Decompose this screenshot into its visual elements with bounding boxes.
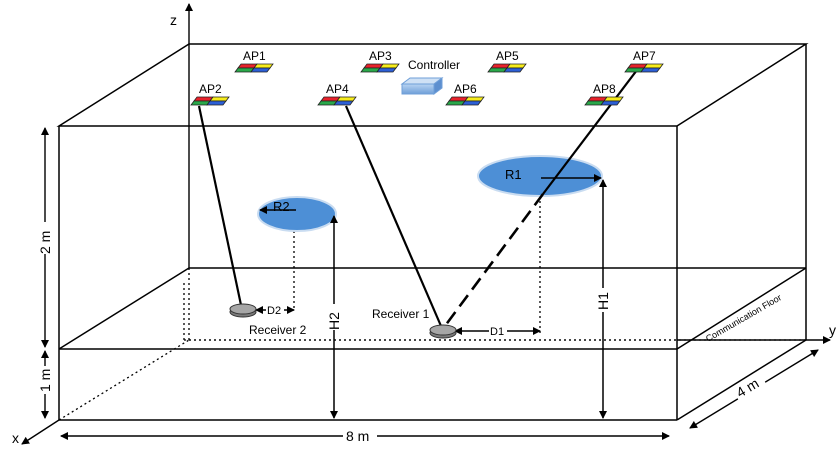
ap-1-tile: AP1 (234, 49, 274, 73)
ap-quadrant (461, 100, 482, 106)
beam-ap7-r1 (542, 69, 638, 195)
ap-1-label: AP1 (243, 49, 266, 63)
x-axis (21, 419, 60, 445)
y-axis-label: y (829, 322, 836, 338)
h1-label: H1 (595, 292, 611, 310)
axes (21, 3, 831, 445)
controller-device (400, 77, 444, 95)
ap-quadrant (506, 63, 527, 69)
d2-label: D2 (267, 305, 281, 317)
receiver-1 (429, 324, 457, 339)
ap-4-tile: AP4 (317, 82, 357, 106)
receiver2-label: Receiver 2 (249, 323, 307, 337)
ap-quadrant (640, 67, 661, 73)
ap-8-tile: AP8 (584, 82, 624, 106)
ap-quadrant (206, 100, 227, 106)
ap-quadrant (600, 100, 621, 106)
ap-quadrant (379, 63, 400, 69)
r1-coverage-ellipse (477, 155, 603, 197)
beam-ap2-receiver2 (197, 105, 243, 306)
beam-ap4-receiver1 (344, 105, 443, 327)
receiver-2 (229, 303, 257, 318)
ap-3-label: AP3 (369, 49, 392, 63)
height-1m-label: 1 m (37, 369, 53, 392)
floor-right-edge (676, 267, 807, 350)
dimension-arrows (41, 127, 819, 440)
ap-6-tile: AP6 (445, 82, 485, 106)
floor-left-edge (58, 267, 190, 350)
ap-quadrant (603, 96, 624, 102)
ap-4-label: AP4 (326, 82, 349, 96)
beam-r1-receiver1-dashed (443, 193, 545, 327)
h2-label: H2 (326, 312, 342, 330)
ap-quadrant (503, 67, 524, 73)
length-8m-label: 8 m (346, 428, 369, 444)
ap-quadrant (376, 67, 397, 73)
ap-quadrant (253, 63, 274, 69)
ap-7-label: AP7 (633, 49, 656, 63)
ap-quadrant (209, 96, 230, 102)
controller-label: Controller (408, 58, 460, 72)
ap-quadrant (643, 63, 664, 69)
communication-floor-label: Communication Floor (704, 292, 783, 343)
x-axis-label: x (12, 430, 19, 446)
ap-2-tile: AP2 (190, 82, 230, 106)
ap-quadrant (250, 67, 271, 73)
ap-7-tile: AP7 (624, 49, 664, 73)
z-axis-label: z (170, 12, 177, 28)
ap-quadrant (464, 96, 485, 102)
ap-2-label: AP2 (199, 82, 222, 96)
ap-8-label: AP8 (593, 82, 616, 96)
ap-3-tile: AP3 (360, 49, 400, 73)
d1-label: D1 (490, 326, 504, 338)
r2-coverage-ellipse (257, 196, 337, 232)
receiver1-label: Receiver 1 (372, 307, 430, 321)
r2-label: R2 (273, 199, 290, 214)
ap-5-label: AP5 (496, 49, 519, 63)
lower-box (58, 268, 807, 421)
r1-label: R1 (505, 167, 522, 182)
ap-quadrant (333, 100, 354, 106)
ap-quadrant (336, 96, 357, 102)
height-2m-label: 2 m (37, 231, 53, 254)
ap-5-tile: AP5 (487, 49, 527, 73)
ap-6-label: AP6 (454, 82, 477, 96)
